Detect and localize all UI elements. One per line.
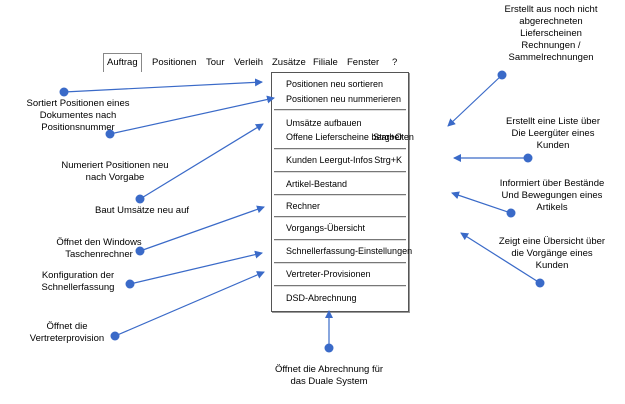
- annotation-line: das Duale System: [290, 376, 368, 387]
- annotation-line: Kunden: [536, 140, 570, 151]
- dot-vertreter: [110, 331, 120, 341]
- dot-sortieren: [59, 87, 69, 97]
- annotation-line: Schnellerfassung: [41, 282, 115, 293]
- shortcut-strg-k: Strg+K: [374, 155, 402, 165]
- menu-separator: [274, 285, 406, 287]
- annotation-line: abgerechneten: [519, 16, 583, 27]
- annotation-dsd: Öffnet die Abrechnung für das Duale Syst…: [254, 364, 404, 388]
- annotation-lieferscheine: Erstellt aus noch nicht abgerechneten Li…: [486, 4, 616, 64]
- dot-nummerieren: [105, 129, 115, 139]
- annotation-line: Vertreterprovision: [29, 333, 105, 344]
- annotation-line: Rechnungen /: [521, 40, 581, 51]
- menu-item-artikel-bestand[interactable]: Artikel-Bestand: [286, 179, 348, 189]
- arrow-vorgang: [460, 232, 541, 284]
- menu-filiale[interactable]: Filiale: [313, 57, 338, 68]
- menu-item-offene-lieferscheine[interactable]: Offene Lieferscheine bearbeiten: [286, 132, 414, 142]
- menu-separator: [274, 109, 406, 111]
- arrow-rechner: [139, 205, 265, 252]
- menubar: Auftrag Positionen Tour Verleih Zusätze …: [103, 53, 407, 72]
- menu-zusaetze[interactable]: Zusätze: [272, 57, 306, 68]
- menu-verleih[interactable]: Verleih: [234, 57, 264, 68]
- annotation-line: Sortiert Positionen eines: [26, 98, 130, 109]
- annotation-line: Lieferscheinen: [520, 28, 582, 39]
- annotation-leergut: Erstellt eine Liste über Die Leergüter e…: [488, 116, 618, 152]
- annotation-bestand: Informiert über Bestände Und Bewegungen …: [482, 178, 622, 214]
- annotation-rechner: Öffnet den Windows Taschenrechner: [44, 237, 154, 261]
- menu-separator: [274, 216, 406, 218]
- menu-positionen[interactable]: Positionen: [152, 57, 197, 68]
- dot-rechner: [135, 246, 145, 256]
- menu-item-rechner[interactable]: Rechner: [286, 201, 321, 211]
- annotation-line: Öffnet den Windows: [56, 237, 142, 248]
- dot-schnell: [125, 279, 135, 289]
- dot-bestand: [506, 208, 516, 218]
- menu-separator: [274, 262, 406, 264]
- annotation-line: Kunden: [535, 260, 569, 271]
- menu-item-schnellerfassung[interactable]: Schnellerfassung-Einstellungen: [286, 246, 413, 256]
- menu-tour[interactable]: Tour: [206, 57, 225, 68]
- annotation-line: Öffnet die Abrechnung für: [274, 364, 384, 375]
- annotation-line: Taschenrechner: [65, 249, 133, 260]
- dot-vorgang: [535, 278, 545, 288]
- arrow-lieferscheine: [447, 74, 503, 127]
- annotation-line: Erstellt eine Liste über: [506, 116, 600, 127]
- arrow-bestand: [451, 191, 512, 214]
- annotation-line: Die Leergüter eines: [511, 128, 595, 139]
- annotation-line: Sammelrechnungen: [508, 52, 594, 63]
- arrow-nummerieren: [109, 95, 275, 135]
- auftrag-dropdown: Positionen neu sortieren Positionen neu …: [271, 72, 414, 312]
- menu-separator: [274, 194, 406, 196]
- dot-leergut: [523, 153, 533, 163]
- menu-item-positionen-sortieren[interactable]: Positionen neu sortieren: [286, 79, 384, 89]
- dot-umsaetze: [135, 194, 145, 204]
- arrow-schnell: [129, 250, 263, 285]
- arrow-umsaetze: [139, 123, 264, 200]
- annotation-line: Informiert über Bestände: [499, 178, 605, 189]
- annotation-schnell: Konfiguration der Schnellerfassung: [28, 270, 128, 294]
- arrow-vertreter: [114, 271, 265, 337]
- menu-fenster[interactable]: Fenster: [347, 57, 380, 68]
- menu-separator: [274, 148, 406, 150]
- annotation-line: Konfiguration der: [41, 270, 115, 281]
- annotation-line: Zeigt eine Übersicht über: [498, 236, 606, 247]
- arrow-sortieren: [63, 78, 263, 93]
- annotation-line: Baut Umsätze neu auf: [95, 205, 189, 216]
- annotation-line: die Vorgänge eines: [511, 248, 593, 259]
- annotation-vorgang: Zeigt eine Übersicht über die Vorgänge e…: [482, 236, 622, 272]
- shortcut-strg-o: Strg+O: [373, 132, 402, 142]
- annotation-line: Und Bewegungen eines: [501, 190, 603, 201]
- annotation-line: Numeriert Positionen neu: [61, 160, 169, 171]
- annotation-sortieren: Sortiert Positionen eines Dokumentes nac…: [8, 98, 148, 134]
- annotation-line: Artikels: [536, 202, 568, 213]
- menu-auftrag[interactable]: Auftrag: [103, 53, 142, 72]
- dot-lieferscheine: [497, 70, 507, 80]
- menu-item-umsaetze-aufbauen[interactable]: Umsätze aufbauen: [286, 118, 362, 128]
- menu-item-positionen-nummerieren[interactable]: Positionen neu nummerieren: [286, 94, 402, 104]
- dot-dsd: [324, 343, 334, 353]
- menu-item-vertreter-provisionen[interactable]: Vertreter-Provisionen: [286, 269, 371, 279]
- annotation-line: Positionsnummer: [41, 122, 115, 133]
- menu-help[interactable]: ?: [392, 57, 398, 68]
- annotation-line: nach Vorgabe: [85, 172, 145, 183]
- annotation-line: Erstellt aus noch nicht: [504, 4, 598, 15]
- menu-separator: [274, 239, 406, 241]
- menu-item-dsd-abrechnung[interactable]: DSD-Abrechnung: [286, 293, 357, 303]
- annotation-vertreter: Öffnet die Vertreterprovision: [12, 321, 122, 345]
- annotation-nummerieren: Numeriert Positionen neu nach Vorgabe: [50, 160, 180, 184]
- annotation-line: Dokumentes nach: [39, 110, 117, 121]
- menu-separator: [274, 171, 406, 173]
- annotation-umsaetze: Baut Umsätze neu auf: [77, 205, 207, 217]
- menu-item-kunden-leergut[interactable]: Kunden Leergut-Infos: [286, 155, 373, 165]
- annotation-line: Öffnet die: [46, 321, 88, 332]
- menu-item-vorgangs-uebersicht[interactable]: Vorgangs-Übersicht: [286, 223, 366, 233]
